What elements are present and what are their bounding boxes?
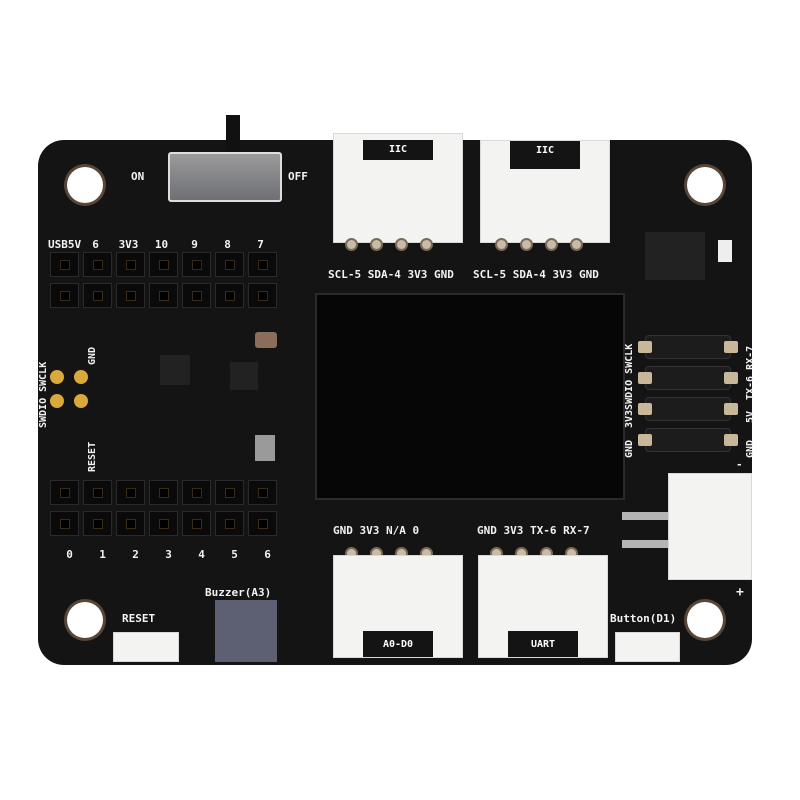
grove-connector-iic-2[interactable]: IIC bbox=[480, 140, 610, 243]
swd-header-label: 3V3SWDIO SWCLK bbox=[624, 343, 635, 428]
jumper[interactable] bbox=[638, 428, 738, 452]
grove-title: IIC bbox=[363, 140, 433, 160]
pin-label: 3V3 bbox=[118, 238, 139, 251]
header-row bbox=[50, 480, 277, 505]
user-button-label: Button(D1) bbox=[610, 612, 677, 625]
grove-leads bbox=[345, 238, 433, 251]
flash-chip bbox=[645, 232, 705, 280]
uart-jumper-label: TX-6 RX-7 bbox=[745, 345, 756, 400]
pin-label: 0 bbox=[66, 548, 73, 561]
battery-connector[interactable] bbox=[668, 473, 752, 580]
grove-title: A0-D0 bbox=[363, 631, 433, 657]
grove-connector-uart[interactable]: UART bbox=[478, 555, 608, 658]
pin-label: USB5V bbox=[48, 238, 82, 251]
jumper[interactable] bbox=[638, 335, 738, 359]
header-row bbox=[50, 252, 277, 277]
header-row bbox=[50, 283, 277, 308]
buzzer bbox=[215, 600, 277, 662]
mounting-hole bbox=[67, 167, 103, 203]
reset-button-label: RESET bbox=[122, 612, 156, 625]
header-row bbox=[50, 511, 277, 536]
component bbox=[255, 435, 275, 461]
reset-button[interactable] bbox=[113, 632, 179, 662]
pin-label: 10 bbox=[154, 238, 169, 251]
switch-lever[interactable] bbox=[226, 115, 240, 153]
battery-minus: - bbox=[736, 458, 743, 471]
battery-plus: + bbox=[736, 585, 744, 600]
pin-label: 2 bbox=[132, 548, 139, 561]
jst-pin bbox=[622, 540, 672, 548]
chip bbox=[230, 362, 258, 390]
switch-on-label: ON bbox=[131, 170, 145, 183]
jumper[interactable] bbox=[638, 366, 738, 390]
top-header-labels: USB5V 6 3V3 10 9 8 7 bbox=[48, 238, 275, 251]
pin-label: 1 bbox=[99, 548, 106, 561]
pin-label: 6 bbox=[92, 238, 99, 251]
grove-title: UART bbox=[508, 631, 578, 657]
right-gnd-label: GND bbox=[745, 439, 756, 458]
chip bbox=[160, 355, 190, 385]
mounting-hole bbox=[687, 167, 723, 203]
bottom-header-labels: 0 1 2 3 4 5 6 bbox=[55, 548, 282, 561]
grove-pin-labels: GND 3V3 TX-6 RX-7 bbox=[477, 524, 590, 537]
jumper[interactable] bbox=[638, 397, 738, 421]
swd-gnd-label: GND bbox=[624, 439, 635, 458]
pin-label: 7 bbox=[257, 238, 264, 251]
5v-label: 5V bbox=[745, 410, 756, 423]
mounting-hole bbox=[687, 602, 723, 638]
swd-label: SWDIO SWCLK bbox=[38, 361, 49, 428]
grove-connector-analog[interactable]: A0-D0 bbox=[333, 555, 463, 658]
grove-pin-labels: SCL-5 SDA-4 3V3 GND bbox=[473, 268, 599, 281]
power-switch[interactable] bbox=[168, 152, 282, 202]
bottom-header[interactable] bbox=[50, 480, 277, 536]
grove-pin-labels: SCL-5 SDA-4 3V3 GND bbox=[328, 268, 454, 281]
buzzer-label: Buzzer(A3) bbox=[205, 586, 272, 599]
gnd-label: GND bbox=[87, 346, 98, 365]
debug-pads bbox=[50, 370, 88, 408]
pin-label: 6 bbox=[264, 548, 271, 561]
grove-pin-labels: GND 3V3 N/A 0 bbox=[333, 524, 420, 537]
component bbox=[255, 332, 277, 348]
grove-connector-iic-1[interactable]: IIC bbox=[333, 133, 463, 243]
component bbox=[718, 240, 732, 262]
grove-title: IIC bbox=[510, 141, 580, 169]
pin-label: 5 bbox=[231, 548, 238, 561]
pin-label: 8 bbox=[224, 238, 231, 251]
jst-pin bbox=[622, 512, 672, 520]
oled-display bbox=[315, 293, 625, 500]
pin-label: 4 bbox=[198, 548, 205, 561]
mounting-hole bbox=[67, 602, 103, 638]
grove-leads bbox=[495, 238, 583, 251]
user-button[interactable] bbox=[615, 632, 680, 662]
switch-off-label: OFF bbox=[288, 170, 308, 183]
reset-pad-label: RESET bbox=[87, 441, 98, 472]
pin-label: 9 bbox=[191, 238, 198, 251]
top-header[interactable] bbox=[50, 252, 277, 308]
pin-label: 3 bbox=[165, 548, 172, 561]
